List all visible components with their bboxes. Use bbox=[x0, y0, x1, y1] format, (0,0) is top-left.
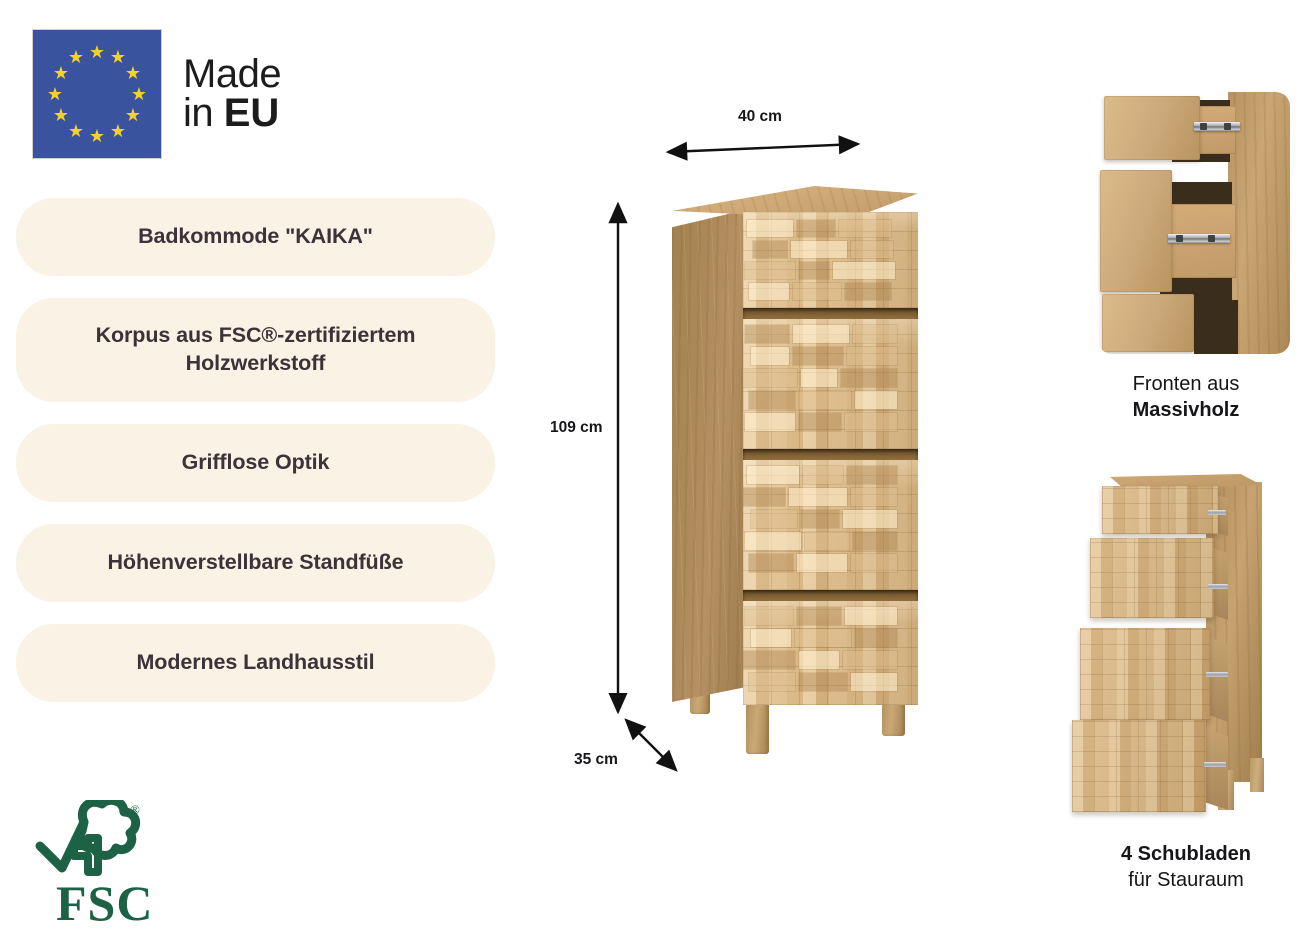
eu-flag-icon: ★ ★ ★ ★ ★ ★ ★ ★ ★ ★ ★ ★ bbox=[33, 30, 161, 158]
caption-fronten-aus: Fronten aus bbox=[1132, 373, 1240, 395]
detail-drawer-front-upper bbox=[1104, 96, 1200, 160]
dimension-width-label: 40 cm bbox=[738, 108, 782, 125]
fsc-logo: ® FSC bbox=[32, 800, 182, 935]
drawer-gap-2 bbox=[743, 449, 918, 460]
drawer-front-4 bbox=[743, 601, 918, 705]
detail-carcass-side bbox=[1228, 92, 1290, 354]
drawer-gap-3 bbox=[743, 590, 918, 601]
detail-photo-drawer-runners bbox=[1098, 92, 1290, 354]
detail-caption-fronts: Fronten aus Massivholz bbox=[1066, 372, 1306, 423]
feature-pill-handleless: Grifflose Optik bbox=[16, 424, 495, 502]
product-dimension-diagram: 40 cm 109 cm 35 cm bbox=[520, 0, 990, 941]
detail-caption-drawers: 4 Schubladen für Stauraum bbox=[1066, 842, 1306, 893]
feature-pill-adjustable-feet: Höhenverstellbare Standfüße bbox=[16, 524, 495, 602]
detail2-rail-1 bbox=[1208, 510, 1226, 515]
cabinet-side-panel bbox=[672, 210, 745, 702]
caption-fuer-stauraum: für Stauraum bbox=[1128, 868, 1244, 891]
detail2-rail-2 bbox=[1208, 584, 1228, 589]
in-label: in bbox=[183, 91, 224, 135]
fsc-tree-checkmark-icon bbox=[35, 800, 141, 876]
detail-slide-rail-upper bbox=[1194, 122, 1240, 131]
drawer-gap-1 bbox=[743, 308, 918, 319]
made-in-eu-text: Made in EU bbox=[183, 51, 282, 135]
detail2-drawer-3 bbox=[1080, 628, 1210, 720]
fsc-registered-mark: ® bbox=[130, 802, 140, 817]
detail-photo-four-drawers bbox=[1068, 470, 1296, 820]
depth-arrow bbox=[624, 718, 678, 772]
width-arrow bbox=[665, 135, 861, 161]
feature-pill-fsc-material: Korpus aus FSC®-zertifiziertem Holzwerks… bbox=[16, 298, 495, 402]
feature-list: Badkommode "KAIKA" Korpus aus FSC®-zerti… bbox=[16, 198, 495, 724]
detail-drawer-front-lower bbox=[1100, 170, 1172, 292]
made-label: Made bbox=[183, 51, 282, 96]
feature-pill-country-style: Modernes Landhausstil bbox=[16, 624, 495, 702]
detail2-leg-right bbox=[1250, 758, 1264, 792]
detail2-drawer-2 bbox=[1090, 538, 1214, 618]
caption-4-schubladen: 4 Schubladen bbox=[1120, 843, 1252, 865]
made-in-eu-badge: ★ ★ ★ ★ ★ ★ ★ ★ ★ ★ ★ ★ Made in EU bbox=[33, 28, 293, 160]
dimension-depth-label: 35 cm bbox=[574, 751, 618, 768]
detail-slide-rail-lower bbox=[1168, 234, 1230, 243]
dimension-height-label: 109 cm bbox=[550, 419, 603, 436]
cabinet-drawer-fronts bbox=[743, 206, 918, 706]
caption-massivholz: Massivholz bbox=[1132, 398, 1240, 421]
cabinet-leg-front-left bbox=[746, 692, 769, 754]
drawer-front-3 bbox=[743, 460, 918, 590]
detail2-drawer-4 bbox=[1072, 720, 1206, 812]
detail2-rail-4 bbox=[1204, 762, 1226, 767]
product-image-main-cabinet bbox=[672, 186, 918, 754]
eu-label: EU bbox=[223, 91, 280, 135]
detail2-drawer-1 bbox=[1102, 486, 1218, 534]
detail-drawer-front-bottom bbox=[1102, 294, 1194, 352]
drawer-front-1 bbox=[743, 212, 918, 308]
feature-pill-product-name: Badkommode "KAIKA" bbox=[16, 198, 495, 276]
drawer-front-2 bbox=[743, 319, 918, 449]
detail2-rail-3 bbox=[1206, 672, 1228, 677]
fsc-wordmark: FSC bbox=[56, 875, 154, 931]
detail-cavity-bottom bbox=[1194, 300, 1238, 354]
